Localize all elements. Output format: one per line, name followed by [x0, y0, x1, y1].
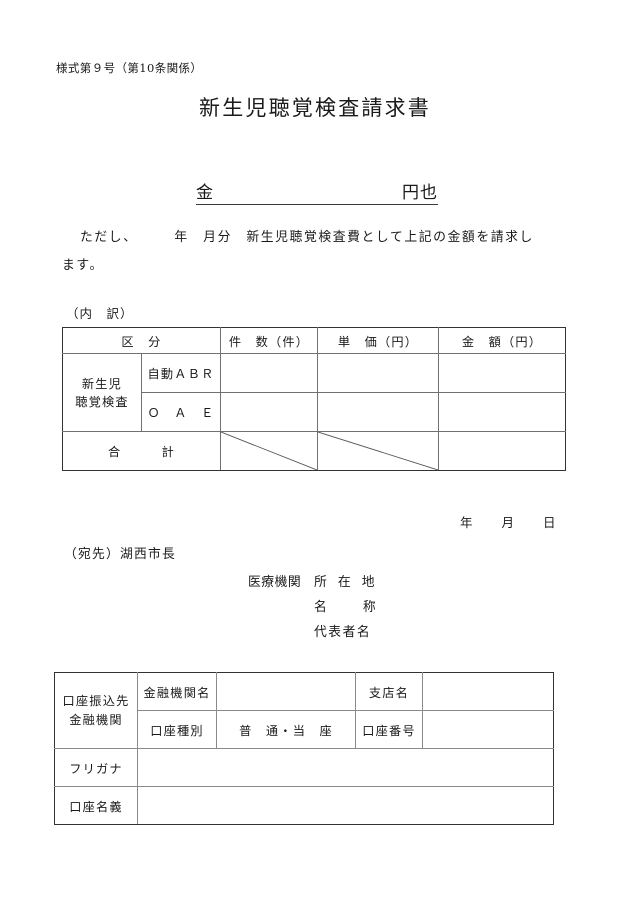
- date-month-label: 月: [501, 515, 516, 530]
- total-unit-price-struck-cell: [317, 431, 439, 471]
- total-label: 合 計: [62, 431, 221, 471]
- category-group-line1: 新生児: [81, 376, 123, 391]
- statement-period[interactable]: 年 月分: [131, 230, 232, 245]
- table-row: 新生児 聴覚検査 自動ＡＢＲ: [62, 353, 566, 432]
- date-line[interactable]: 年月日: [460, 512, 557, 531]
- bank-branch-label: 支店名: [355, 672, 423, 711]
- bank-account-type-label: 口座種別: [137, 710, 217, 749]
- bank-account-type-options[interactable]: 普 通・当 座: [216, 710, 356, 749]
- bank-account-holder-row: 口座名義: [54, 786, 554, 825]
- bank-institution-row: 口座振込先 金融機関 金融機関名 支店名: [54, 672, 554, 749]
- date-day-label: 日: [543, 515, 557, 530]
- cell-unit-price-oae[interactable]: [317, 392, 439, 432]
- institution-name-label: 名 称: [314, 600, 380, 615]
- header-category: 区 分: [62, 327, 221, 354]
- statement-rest: 新生児聴覚検査費として上記の金額を請求し: [231, 230, 534, 245]
- bank-account-holder-label: 口座名義: [54, 786, 138, 825]
- institution-address-row: 医療機関所 在 地: [248, 570, 379, 595]
- amount-line: 金 円也: [196, 178, 438, 205]
- cell-unit-price-abr[interactable]: [317, 353, 439, 393]
- diagonal-strike-icon: [221, 432, 317, 470]
- category-group-line2: 聴覚検査: [75, 394, 129, 409]
- breakdown-header-row: 区 分 件 数（件） 単 価（円） 金 額（円）: [62, 327, 566, 354]
- addressee: （宛先）湖西市長: [64, 543, 176, 562]
- bank-account-number-label: 口座番号: [355, 710, 423, 749]
- bank-account-table: 口座振込先 金融機関 金融機関名 支店名 口座種別 普 通・当 座 口座番号 フ…: [54, 672, 554, 825]
- amount-label: 金: [196, 183, 214, 203]
- cell-amount-abr[interactable]: [438, 353, 566, 393]
- bank-institution-name-label: 金融機関名: [137, 672, 217, 711]
- subcategory-label-abr: 自動ＡＢＲ: [141, 353, 221, 393]
- bank-institution-name-value[interactable]: [216, 672, 356, 711]
- institution-address-label: 所 在 地: [314, 575, 379, 590]
- bank-side-label-line1: 口座振込先: [62, 693, 130, 708]
- header-unit-price: 単 価（円）: [317, 327, 439, 354]
- bank-furigana-label: フリガナ: [54, 748, 138, 787]
- institution-name-row: 名 称: [248, 595, 379, 620]
- bank-account-holder-value[interactable]: [137, 786, 554, 825]
- amount-unit: 円也: [402, 183, 438, 203]
- bank-side-label: 口座振込先 金融機関: [54, 672, 138, 749]
- date-year-label: 年: [460, 515, 474, 530]
- cell-count-abr[interactable]: [220, 353, 318, 393]
- breakdown-table: 区 分 件 数（件） 単 価（円） 金 額（円） 新生児 聴覚検査 自動ＡＢＲ …: [62, 327, 566, 471]
- header-count: 件 数（件）: [220, 327, 318, 354]
- bank-furigana-row: フリガナ: [54, 748, 554, 787]
- breakdown-total-row: 合 計: [62, 431, 566, 471]
- cell-total-amount[interactable]: [438, 431, 566, 471]
- header-amount: 金 額（円）: [438, 327, 566, 354]
- bank-account-number-value[interactable]: [422, 710, 554, 749]
- category-group-label: 新生児 聴覚検査: [62, 353, 142, 432]
- institution-block: 医療機関所 在 地 名 称 代表者名: [248, 570, 379, 645]
- subcategory-label-oae: Ｏ Ａ Ｅ: [141, 392, 221, 432]
- institution-representative-label: 代表者名: [314, 625, 372, 640]
- addressee-name: 湖西市長: [120, 547, 176, 562]
- statement-prefix: ただし、: [80, 230, 132, 245]
- cell-count-oae[interactable]: [220, 392, 318, 432]
- bank-side-label-line2: 金融機関: [69, 712, 123, 727]
- cell-amount-oae[interactable]: [438, 392, 566, 432]
- institution-lead-label: 医療機関: [248, 575, 302, 590]
- diagonal-strike-icon: [318, 432, 438, 470]
- statement-paragraph: ただし、 年 月分 新生児聴覚検査費として上記の金額を請求し ます。: [62, 224, 574, 280]
- page-title: 新生児聴覚検査請求書: [199, 96, 431, 120]
- breakdown-label: （内 訳）: [66, 306, 134, 321]
- bank-furigana-value[interactable]: [137, 748, 554, 787]
- statement-line2: ます。: [62, 258, 104, 273]
- form-number: 様式第９号（第10条関係）: [56, 61, 203, 75]
- addressee-prefix: （宛先）: [64, 547, 120, 562]
- institution-representative-row: 代表者名: [248, 620, 379, 645]
- total-count-struck-cell: [220, 431, 318, 471]
- bank-branch-value[interactable]: [422, 672, 554, 711]
